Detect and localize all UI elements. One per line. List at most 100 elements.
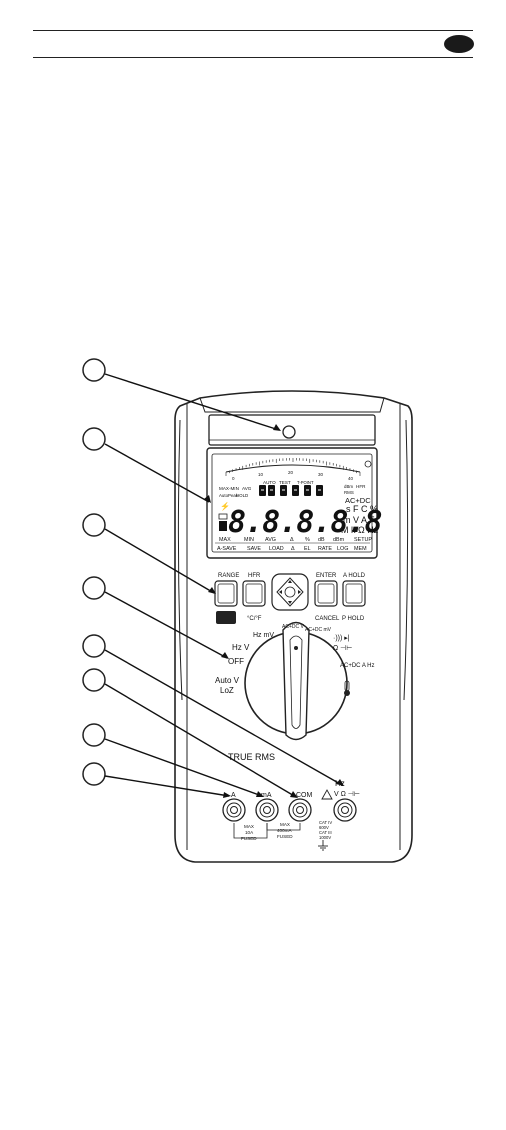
button-label-temp: °C/°F (247, 616, 262, 622)
nav-left-icon (279, 590, 282, 594)
leader-8 (104, 775, 230, 797)
dial-knob[interactable] (282, 621, 310, 741)
lcd-dbm: dBm (344, 484, 353, 489)
dial-label-hz-mv: Hz mV (253, 632, 274, 639)
softkey-bot-delta: Δ (291, 546, 295, 552)
nav-down-icon (288, 601, 292, 604)
leader-2 (104, 443, 210, 503)
dial-label-off: OFF (228, 657, 244, 666)
lcd-hfr: HFR (356, 484, 366, 489)
dial-pointer (294, 646, 298, 650)
callout-5 (82, 634, 106, 658)
callout-markers (82, 358, 106, 786)
bargraph-arc (225, 464, 361, 473)
button-label-range: RANGE (218, 573, 239, 579)
softkey-top-db: dB (318, 537, 325, 543)
scale-tick-0: 0 (232, 476, 235, 481)
hfr-button[interactable] (242, 580, 266, 607)
cat-rating-2: 600V (319, 825, 329, 830)
a-jack-rating-max: MAX (244, 824, 254, 829)
button-label-ahold: A HOLD (343, 573, 366, 579)
leader-6 (104, 683, 297, 798)
header-bottom-rule (33, 57, 473, 58)
dial-label-continuity: ·))) ▸| (333, 635, 350, 642)
softkey-bot-rate: RATE (318, 546, 332, 552)
cat-rating-1: CAT IV (319, 820, 332, 825)
leader-3 (104, 528, 215, 594)
ma-jack-rating-400: 400mA (277, 828, 292, 833)
scale-tick-40: 40 (348, 476, 354, 481)
callout-3 (82, 513, 106, 537)
dial-label-loz: LoZ (220, 686, 234, 695)
cat-rating-4: 1000V (319, 835, 331, 840)
main-digits: 8.8.8.8.8 (228, 505, 382, 540)
dial-label-acdc-mv: AC+DC mV (305, 627, 332, 633)
lcd-rms: RMS (344, 490, 354, 495)
lcd-autopeak: AutoPeak (219, 493, 239, 498)
a-jack-rating-10a: 10A (245, 830, 254, 835)
rotary-switch: Hz V Hz mV AC+DC V AC+DC mV OFF Auto V L… (215, 621, 375, 741)
button-label-phold: P HOLD (342, 616, 365, 622)
softkey-top-percent: % (305, 537, 310, 543)
ahold-button[interactable] (342, 580, 366, 607)
nav-up-icon (288, 580, 292, 583)
callout-4 (82, 576, 106, 600)
high-voltage-icon: ⚡ (220, 501, 230, 511)
jack-label-ma: mA (261, 792, 272, 799)
dial-label-acdc-v: AC+DC V (282, 624, 304, 630)
unit-mv-a-f: m V A F (343, 515, 375, 525)
callout-6 (82, 668, 106, 692)
com-jack[interactable] (288, 798, 312, 822)
language-badge (444, 35, 474, 53)
v-jack[interactable] (333, 798, 357, 822)
true-rms-label: TRUE RMS (228, 752, 275, 762)
softkey-top-dbm: dBm (333, 537, 345, 543)
leader-5 (104, 649, 343, 786)
softkey-bot-load: LOAD (269, 546, 284, 552)
light-sensor (282, 425, 296, 439)
lcd-maxmin: MAX-MIN (219, 486, 239, 491)
enter-button[interactable] (314, 580, 338, 607)
dial-label-auto-v: Auto V (215, 676, 240, 685)
softkey-top-setup: SETUP (354, 537, 372, 543)
leader-lines (104, 373, 343, 798)
scale-tick-10: 10 (258, 472, 264, 477)
thermometer-icon (344, 680, 350, 696)
scale-tick-20: 20 (288, 470, 294, 475)
jack-label-com: COM (296, 792, 313, 799)
callout-8 (82, 762, 106, 786)
header-top-rule (33, 30, 473, 31)
bluetooth-icon (364, 460, 372, 468)
warning-icon (321, 789, 333, 800)
lcd-tpoint: T-POINT (297, 480, 314, 485)
ma-jack-rating-fused: FUSED (277, 834, 293, 839)
jack-label-a: A (231, 792, 236, 799)
unit-s-f-c: s F C % (346, 504, 378, 514)
callout-1 (82, 358, 106, 382)
button-label-enter: ENTER (316, 573, 337, 579)
leader-1 (104, 373, 280, 431)
nav-pad[interactable] (271, 573, 309, 611)
softkey-top-max: MAX (219, 537, 231, 543)
ma-jack-rating-max: MAX (280, 822, 290, 827)
shift-button[interactable] (216, 611, 236, 624)
nav-right-icon (298, 590, 301, 594)
softkey-bot-asave: A-SAVE (217, 546, 237, 552)
ma-jack[interactable] (255, 798, 279, 822)
leader-arrowheads (204, 424, 344, 798)
button-label-hfr: HFR (248, 573, 261, 579)
softkey-top-min: MIN (244, 537, 254, 543)
lcd-acdc: AC+DC (345, 496, 371, 505)
battery-icon (218, 513, 228, 520)
dial-label-acdc-a: AC+DC A Hz (340, 663, 375, 669)
a-jack[interactable] (222, 798, 246, 822)
ground-icon (318, 840, 328, 851)
lcd-auto: AUTO (263, 480, 276, 485)
a-jack-rating-fused: FUSED (241, 836, 257, 841)
top-window (208, 414, 376, 446)
dial-label-hz-v: Hz V (232, 643, 250, 652)
softkey-bot-el: EL (304, 546, 311, 552)
lcd-avg: AVG (242, 486, 252, 491)
input-jacks: A mA COM V Ω ⊣⊢ Hz MAX 10A FUSED MAX 400… (222, 779, 360, 851)
